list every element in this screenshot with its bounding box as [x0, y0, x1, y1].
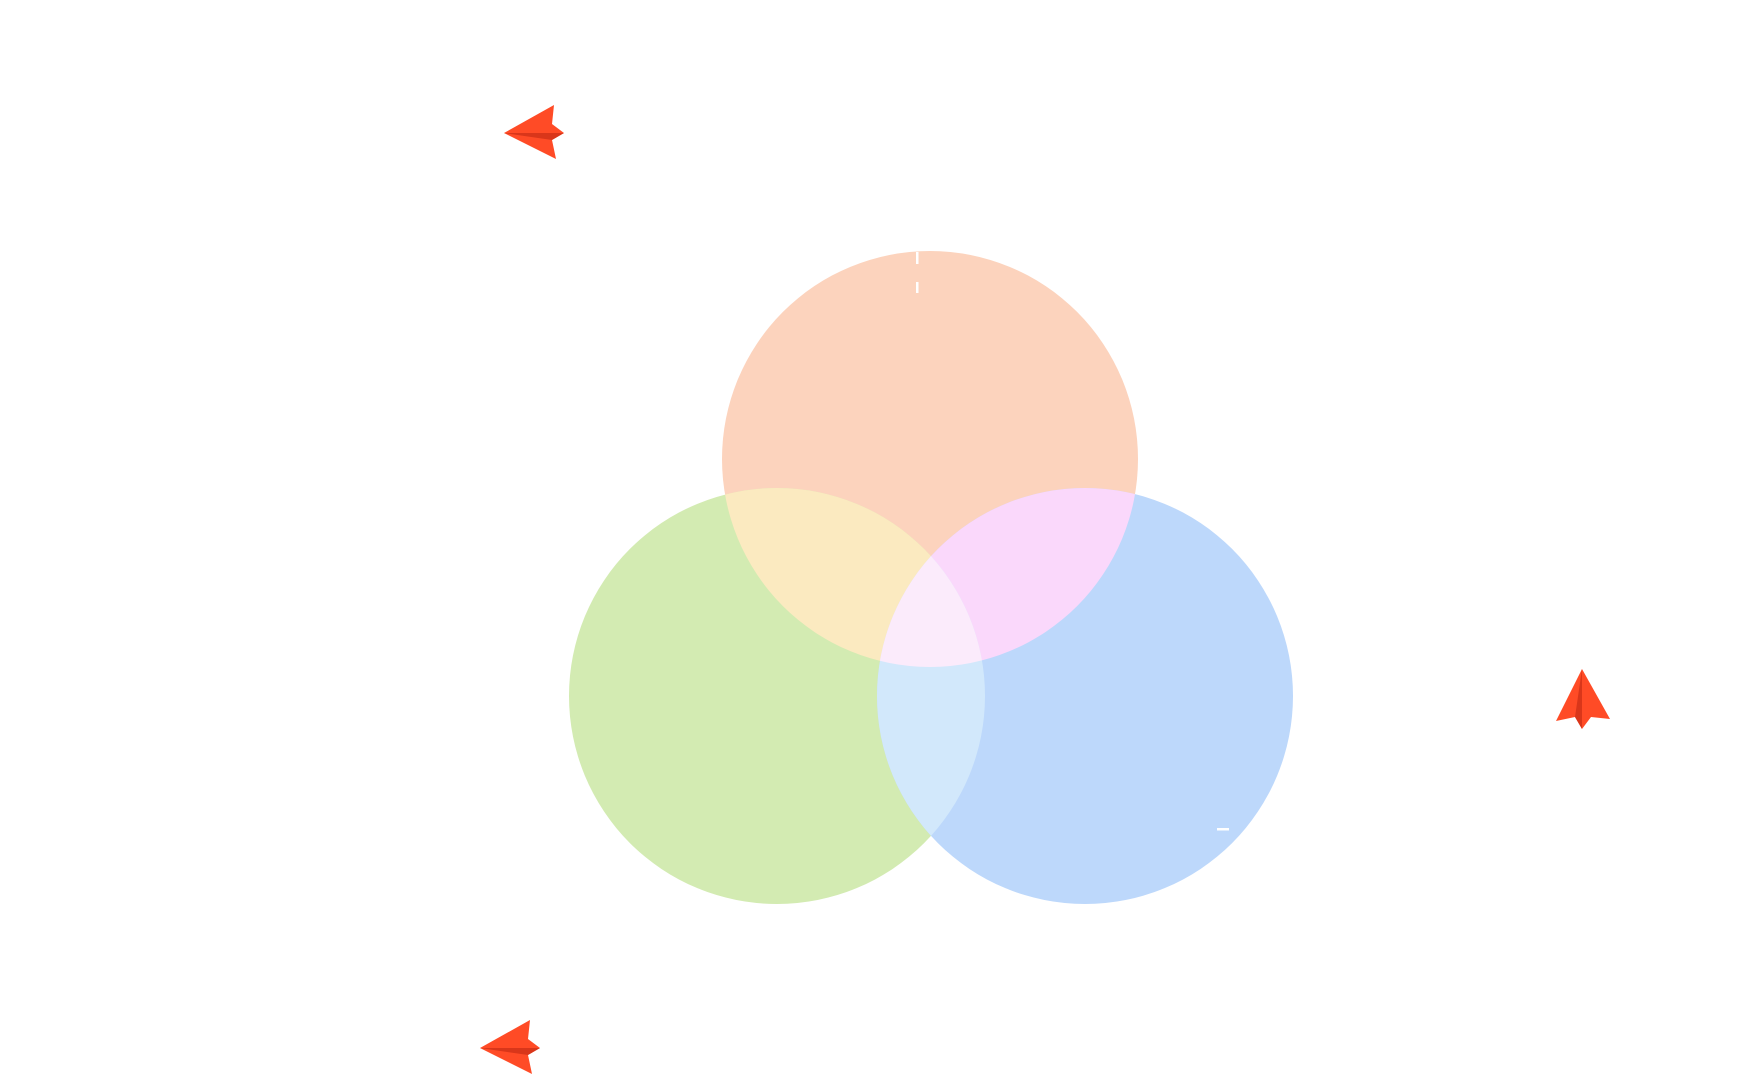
white-tick-mark [916, 252, 919, 264]
venn-overlap-top-right [877, 488, 1138, 667]
paper-plane-icon [504, 105, 564, 159]
white-tick-mark [916, 282, 919, 293]
paper-plane-icon [480, 1020, 540, 1074]
white-tick-mark [1217, 828, 1229, 831]
paper-plane-icon [1556, 669, 1610, 729]
venn-overlap-top-left [722, 488, 985, 667]
